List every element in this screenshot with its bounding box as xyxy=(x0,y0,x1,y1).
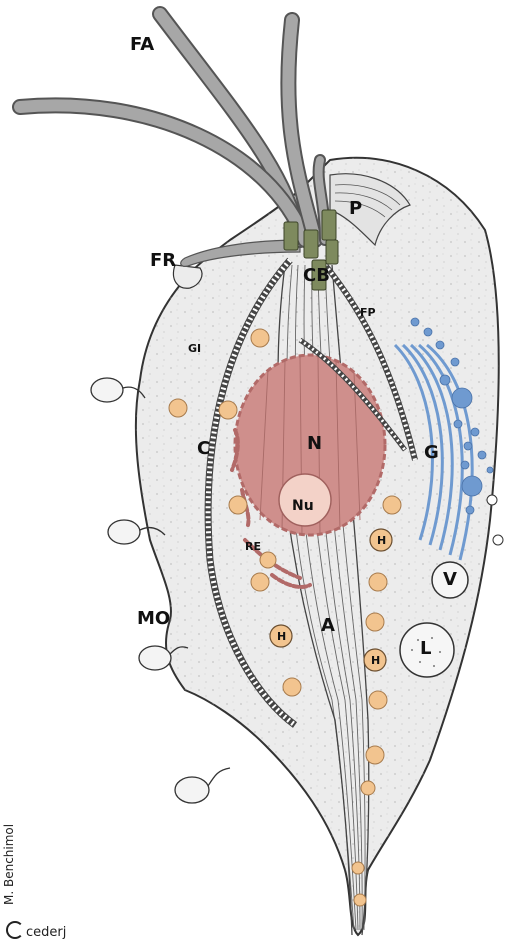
cederj-logo-icon xyxy=(6,921,24,939)
label-costa: C xyxy=(197,440,210,458)
small-vacuole xyxy=(487,495,497,505)
label-lysosome: L xyxy=(420,640,431,658)
label-microorganism: MO xyxy=(137,610,170,628)
label-parabasal-filament: FP xyxy=(360,307,376,318)
label-golgi: G xyxy=(424,444,439,462)
label-endoplasmic-reticulum: RE xyxy=(245,541,261,552)
label-hydrogenosome: H xyxy=(277,631,286,642)
label-recurrent-flagellum: FR xyxy=(150,252,176,270)
author-credit: M. Benchimol xyxy=(2,824,16,905)
cederj-logo: cederj xyxy=(6,921,66,940)
label-basal-body-complex: CB xyxy=(303,267,330,285)
label-nucleus: N xyxy=(307,435,322,453)
label-hydrogenosome: H xyxy=(377,535,386,546)
label-hydrogenosome: H xyxy=(371,655,380,666)
small-vacuole xyxy=(493,535,503,545)
anterior-flagella xyxy=(20,14,325,240)
label-pelta: P xyxy=(349,200,362,218)
label-axostyle: A xyxy=(321,617,335,635)
label-nucleolus: Nu xyxy=(292,499,314,513)
label-anterior-flagella: FA xyxy=(130,36,154,54)
cederj-logo-text: cederj xyxy=(26,925,66,940)
label-vacuole: V xyxy=(443,571,457,589)
label-glycogen: GI xyxy=(188,343,201,354)
